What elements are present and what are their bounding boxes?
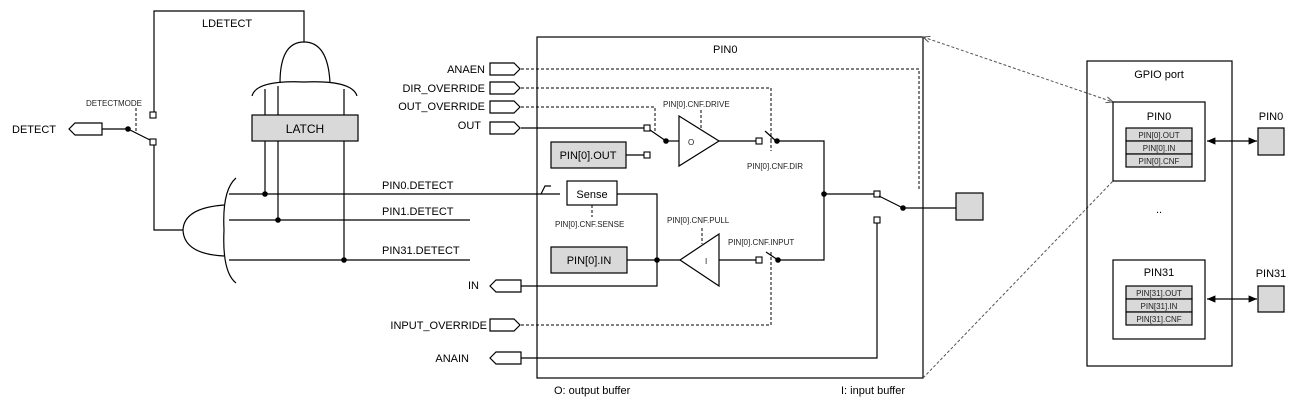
cnf-pull-label: PIN[0].CNF.PULL — [667, 216, 730, 225]
sense-box — [566, 180, 618, 206]
pin0-block: PIN0 ANAEN DIR_OVERRIDE OUT_OVERRIDE OUT… — [390, 36, 984, 397]
gpio-pad-label: PIN31 — [1256, 268, 1287, 280]
out-port — [489, 121, 521, 135]
cnf-input-label: PIN[0].CNF.INPUT — [728, 238, 794, 247]
gpio-pin-name: PIN0 — [1147, 111, 1171, 123]
latch-box — [251, 114, 359, 142]
out-label: OUT — [458, 120, 482, 132]
gpio-pad — [1257, 285, 1285, 313]
pin-out-register-label: PIN[0].OUT — [560, 150, 617, 162]
pin31-detect-label: PIN31.DETECT — [382, 245, 460, 257]
anaen-label: ANAEN — [447, 64, 485, 76]
detect-label: DETECT — [12, 124, 56, 136]
pin-out-register — [550, 141, 627, 169]
anaen-port — [489, 62, 521, 76]
zoom-callout-bottom — [922, 180, 1114, 379]
legend-output-buffer: O: output buffer — [554, 385, 631, 397]
out-override-control — [521, 106, 656, 133]
edge-glyph — [540, 185, 551, 195]
out-override-port — [489, 100, 521, 114]
or-output-wire — [153, 145, 183, 231]
pin1-detect-label: PIN1.DETECT — [382, 206, 454, 218]
in-label: IN — [468, 280, 479, 292]
gpio-reg-in: PIN[0].IN — [1143, 144, 1176, 153]
gpio-reg-out: PIN[0].OUT — [1138, 131, 1179, 140]
cnf-drive-label: PIN[0].CNF.DRIVE — [663, 100, 730, 109]
anain-label: ANAIN — [435, 353, 469, 365]
dir-override-control — [521, 87, 772, 140]
output-buffer-glyph: O — [688, 138, 694, 147]
gpio-port-frame — [1086, 60, 1233, 367]
pin0-detect-label: PIN0.DETECT — [382, 180, 454, 192]
ldetect-wire — [153, 10, 305, 116]
anaen-control — [521, 68, 920, 190]
anain-wire — [521, 223, 878, 359]
input-override-port — [489, 318, 521, 332]
gpio-reg-in: PIN[31].IN — [1141, 302, 1178, 311]
cnf-dir-label: PIN[0].CNF.DIR — [747, 162, 803, 171]
zoom-callout-top — [923, 37, 1113, 102]
ldetect-label: LDETECT — [202, 18, 252, 30]
pin0-pad — [955, 192, 984, 221]
pin0-frame — [536, 36, 924, 379]
pin-in-register-label: PIN[0].IN — [567, 255, 612, 267]
gpio-port: GPIO port .. PIN0 PIN[0].OUT PIN[0].IN P… — [1086, 60, 1287, 367]
input-buffer-glyph: I — [705, 257, 707, 266]
gpio-reg-out: PIN[31].OUT — [1136, 289, 1182, 298]
gpio-pin-name: PIN31 — [1144, 267, 1175, 279]
anaen-switch — [878, 195, 904, 209]
input-override-label: INPUT_OVERRIDE — [390, 320, 487, 332]
pin0-title: PIN0 — [713, 44, 737, 56]
legend-input-buffer: I: input buffer — [841, 385, 905, 397]
dir-override-port — [489, 81, 521, 95]
gpio-port-title: GPIO port — [1134, 69, 1184, 81]
cnf-dir-switch — [764, 130, 777, 142]
gpio-port-ellipsis: .. — [1156, 204, 1162, 216]
gpio-pin-entry: PIN0 PIN[0].OUT PIN[0].IN PIN[0].CNF PIN… — [1112, 101, 1285, 182]
gpio-reg-cnf: PIN[31].CNF — [1136, 315, 1181, 324]
gpio-pad-label: PIN0 — [1259, 111, 1283, 123]
output-buffer — [678, 114, 721, 168]
sense-label: Sense — [576, 189, 607, 201]
gpio-reg-cnf: PIN[0].CNF — [1139, 157, 1180, 166]
gpio-pad — [1257, 127, 1285, 156]
or-gate-input-bus — [223, 177, 237, 284]
detectmode-label: DETECTMODE — [86, 99, 142, 108]
out-override-label: OUT_OVERRIDE — [398, 101, 485, 113]
gpio-pin-entry: PIN31 PIN[31].OUT PIN[31].IN PIN[31].CNF… — [1112, 259, 1287, 340]
in-port — [489, 279, 522, 293]
dir-override-label: DIR_OVERRIDE — [402, 83, 485, 95]
and-gate-input-bus — [251, 81, 358, 97]
latch-label: LATCH — [286, 122, 324, 136]
and-gate-latch — [279, 41, 331, 84]
cnf-sense-label: PIN[0].CNF.SENSE — [555, 220, 624, 229]
input-override-control — [521, 252, 772, 326]
anain-port — [489, 351, 522, 365]
or-gate — [182, 204, 225, 257]
input-buffer — [678, 232, 720, 288]
detect-logic: LDETECT LATCH DETECT DETECTMODE — [12, 10, 560, 284]
detect-port — [68, 122, 103, 136]
